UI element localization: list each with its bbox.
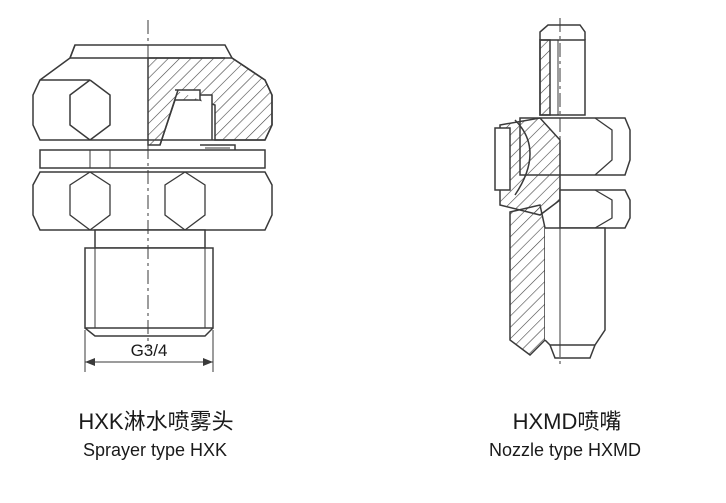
nozzle-hxmd-drawing [494,18,631,368]
nozzle-lower-hex [559,189,631,229]
thread-size-label: G3/4 [131,341,168,360]
sprayer-washer [39,149,266,169]
sprayer-thread-body [84,247,214,329]
nozzle-caption-en: Nozzle type HXMD [488,440,642,460]
sprayer-threaded-stem [94,229,206,249]
nozzle-ball [514,119,531,196]
sprayer-deflector [159,89,213,146]
nozzle-tube-wall-section [539,39,551,116]
sprayer-caption-en: Sprayer type HXK [82,440,228,460]
sprayer-hxk-drawing [32,20,273,372]
nozzle-caption-cn: HXMD喷嘴 [512,409,622,434]
nozzle-body-section [509,204,546,356]
nozzle-bore [544,227,606,346]
sprayer-cap-facets [40,79,111,141]
sprayer-lock-nut [32,171,273,231]
sprayer-caption-cn: HXK淋水喷雾头 [78,409,234,434]
